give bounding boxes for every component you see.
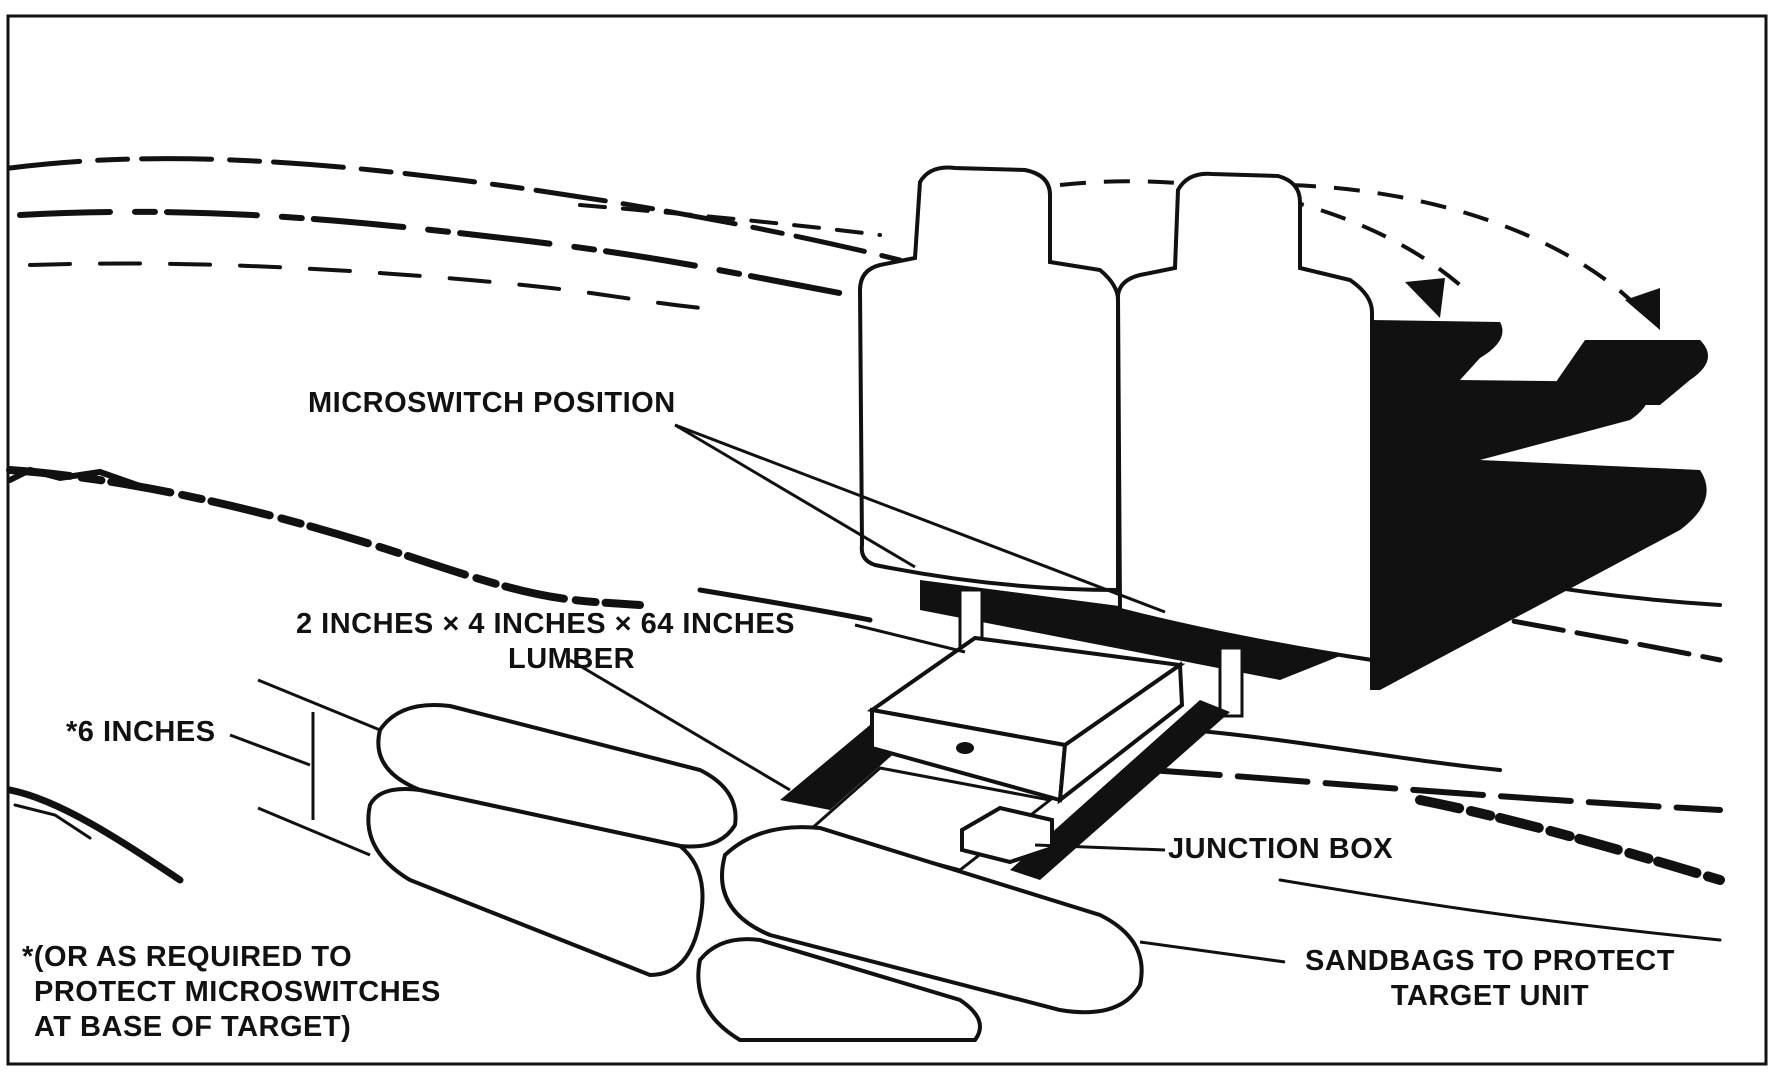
label-lumber-line1: 2 INCHES × 4 INCHES × 64 INCHES <box>296 608 795 640</box>
label-sandbags-line2: TARGET UNIT <box>1390 980 1590 1012</box>
target-shadow <box>1540 340 1708 405</box>
label-junction-box: JUNCTION BOX <box>1168 833 1394 865</box>
microswitch-post <box>1218 646 1244 718</box>
fall-direction-arrow-icon <box>1405 278 1445 318</box>
six-inch-dimension <box>257 678 381 857</box>
label-lumber-line2: LUMBER <box>508 643 636 675</box>
terrain-lines <box>6 156 1725 942</box>
footnote-line2: PROTECT MICROSWITCHES <box>34 976 441 1008</box>
sandbag-icon <box>366 787 705 978</box>
sandbag-icon <box>376 703 738 849</box>
target-silhouette-icon <box>857 165 1120 593</box>
figure-frame <box>6 14 1768 1066</box>
fall-direction-arrow-icon <box>1625 288 1660 330</box>
lumber-board <box>1010 700 1230 880</box>
footnote-line3: AT BASE OF TARGET) <box>34 1011 352 1043</box>
sandbags <box>366 703 1144 1042</box>
leader-lines <box>229 423 1286 964</box>
sandbag-icon <box>696 937 982 1042</box>
footnote-line1: *(OR AS REQUIRED TO <box>22 941 353 973</box>
target-unit-box-end <box>1057 661 1185 805</box>
junction-box-icon <box>960 805 1054 865</box>
sandbag-icon <box>720 825 1144 1015</box>
label-six-inches: *6 INCHES <box>66 716 216 748</box>
target-base-shadow <box>920 580 1380 680</box>
fall-direction-arrows <box>1059 179 1652 322</box>
target-silhouette-icon <box>1115 171 1374 663</box>
box-latch <box>956 742 974 754</box>
target-shadow <box>1370 320 1707 690</box>
label-sandbags-line1: SANDBAGS TO PROTECT <box>1305 945 1675 977</box>
label-microswitch-position: MICROSWITCH POSITION <box>308 387 676 419</box>
